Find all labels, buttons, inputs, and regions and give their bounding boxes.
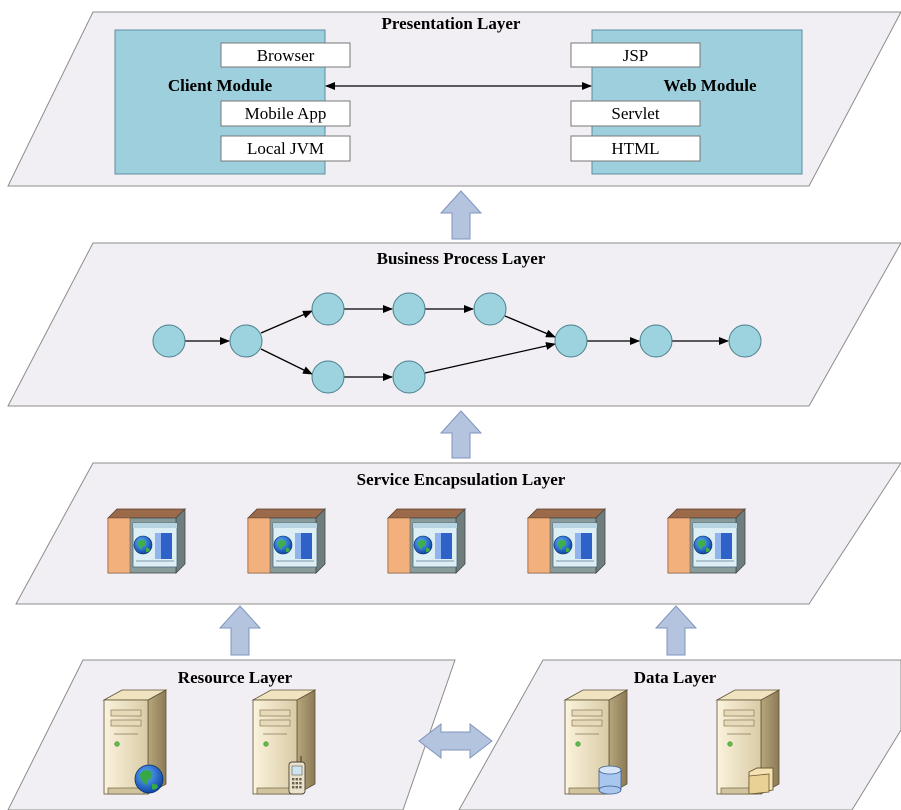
data-servers <box>563 689 781 795</box>
process-node <box>473 292 507 326</box>
phone-icon <box>288 756 306 795</box>
presentation-layer-title: Presentation Layer <box>382 14 521 33</box>
web-server-icon <box>102 689 168 795</box>
process-node <box>392 360 426 394</box>
business-process-layer: Business Process Layer <box>7 242 901 407</box>
service-encapsulation-layer-title: Service Encapsulation Layer <box>357 470 566 489</box>
process-edges <box>185 305 729 381</box>
service-component-icon <box>247 508 326 574</box>
web-item-jsp: JSP <box>623 46 649 65</box>
service-component-icon <box>387 508 466 574</box>
up-arrow-business-to-presentation <box>439 190 483 240</box>
up-arrow-resource-to-service <box>218 605 262 656</box>
web-item-servlet: Servlet <box>611 104 659 123</box>
web-module-title: Web Module <box>663 76 756 95</box>
process-edge <box>260 348 313 375</box>
data-layer: Data Layer <box>458 659 901 810</box>
process-node <box>311 292 345 326</box>
client-module-title: Client Module <box>168 76 273 95</box>
client-module: Client Module Browser Mobile App Local J… <box>114 29 351 175</box>
process-nodes <box>152 292 762 394</box>
process-node <box>311 360 345 394</box>
process-edge <box>424 342 556 374</box>
web-module: Web Module JSP Servlet HTML <box>570 29 803 175</box>
process-edge <box>504 315 556 338</box>
service-component-icon <box>527 508 606 574</box>
service-component-icon <box>107 508 186 574</box>
service-icons <box>107 508 746 574</box>
process-node <box>639 324 673 358</box>
client-item-mobile-app: Mobile App <box>245 104 327 123</box>
web-item: Servlet <box>570 100 701 127</box>
service-encapsulation-layer: Service Encapsulation Layer <box>15 462 901 605</box>
process-node <box>392 292 426 326</box>
business-process-layer-plane <box>7 242 901 407</box>
client-item: Browser <box>220 42 351 68</box>
web-item: JSP <box>570 42 701 68</box>
resource-servers <box>102 689 317 795</box>
process-node <box>229 324 263 358</box>
client-item: Mobile App <box>220 100 351 127</box>
web-item: HTML <box>570 135 701 162</box>
folder-icon <box>748 767 774 795</box>
web-item-html: HTML <box>611 139 659 158</box>
up-arrow-data-to-service <box>654 605 698 656</box>
process-node <box>152 324 186 358</box>
mobile-server-icon <box>251 689 317 795</box>
process-node <box>728 324 762 358</box>
database-server-icon <box>563 689 629 795</box>
resource-data-double-arrow <box>418 722 493 760</box>
resource-layer-title: Resource Layer <box>178 668 293 687</box>
presentation-layer: Presentation Layer Client Module Browser… <box>7 11 901 187</box>
process-node <box>554 324 588 358</box>
file-server-icon <box>715 689 781 795</box>
service-component-icon <box>667 508 746 574</box>
data-layer-title: Data Layer <box>634 668 717 687</box>
business-process-layer-title: Business Process Layer <box>377 249 546 268</box>
client-item-browser: Browser <box>257 46 315 65</box>
resource-layer: Resource Layer <box>7 659 456 810</box>
client-item: Local JVM <box>220 135 351 162</box>
database-icon <box>598 765 622 795</box>
process-edge <box>260 310 313 334</box>
up-arrow-service-to-business <box>439 410 483 459</box>
client-item-local-jvm: Local JVM <box>247 139 324 158</box>
